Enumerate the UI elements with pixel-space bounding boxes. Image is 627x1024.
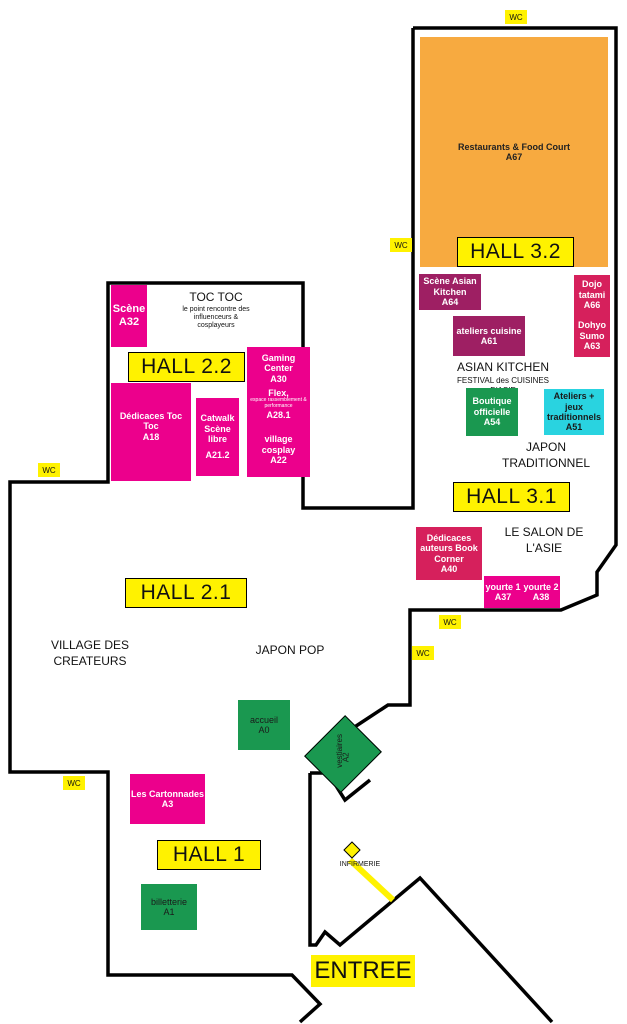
stand-name: billetterie <box>150 896 188 907</box>
hall-3-inner-wall <box>8 28 415 1024</box>
stand-name: Restaurants & Food Court <box>457 141 570 152</box>
stand-code: A63 <box>583 341 601 352</box>
stand-name: Dojo tatami <box>578 279 606 300</box>
hall-3-wall <box>349 26 618 732</box>
hall-2-2-label: HALL 2.2 <box>128 352 245 382</box>
stand-name: yourte 1 <box>485 581 521 592</box>
stand-code: A21.2 <box>205 450 230 461</box>
infirmerie-icon <box>343 841 361 859</box>
entrance-label: ENTREE <box>311 955 415 987</box>
stand-code: A30 <box>270 373 287 384</box>
stand-code: A3 <box>161 799 174 809</box>
stand-name: Dédicaces auteurs Book Corner <box>420 532 478 564</box>
stand-code: A0 <box>258 725 270 735</box>
stand-a61[interactable]: ateliers cuisine A61 <box>453 316 525 356</box>
stand-name: Dohyo Sumo <box>578 320 606 341</box>
stand-a66[interactable]: Dojo tatami A66 <box>574 275 610 315</box>
stand-name: Catwalk Scène libre <box>200 413 235 444</box>
stand-a54[interactable]: Boutique officielle A54 <box>466 388 518 436</box>
stand-code: A40 <box>440 563 458 574</box>
stand-a32[interactable]: Scène A32 <box>111 285 147 347</box>
stand-name: Flex, <box>268 388 289 399</box>
stand-name: Scène Asian Kitchen <box>423 276 477 297</box>
stand-a1[interactable]: billetterie A1 <box>141 884 197 930</box>
village-createurs-label: VILLAGE DES CREATEURS <box>50 638 130 668</box>
stand-name: vestiaires <box>335 733 345 768</box>
stand-code: A22 <box>270 454 287 465</box>
stand-a0[interactable]: accueil A0 <box>238 700 290 750</box>
stand-name: Gaming Center <box>261 353 296 374</box>
hall-2-1-label: HALL 2.1 <box>125 578 247 608</box>
stand-code: A51 <box>565 422 583 433</box>
japon-traditionnel-label: JAPON TRADITIONNEL <box>501 440 590 470</box>
stand-a51[interactable]: Ateliers + jeux traditionnels A51 <box>544 389 604 435</box>
wc-hall-1: WC <box>63 776 85 790</box>
stand-a18[interactable]: Dédicaces Toc Toc A18 <box>111 383 191 481</box>
stand-name: Scène <box>112 303 146 316</box>
stand-a3[interactable]: Les Cartonnades A3 <box>130 774 205 824</box>
toc-toc-title: TOC TOC <box>189 290 243 304</box>
stand-name: Les Cartonnades <box>130 788 205 799</box>
stand-code: A61 <box>480 336 498 346</box>
stand-code: A66 <box>583 300 601 311</box>
stand-code: A2 <box>341 752 351 763</box>
entrance-wall <box>308 773 554 1024</box>
infirmerie-path <box>347 857 396 903</box>
stand-name: accueil <box>249 714 278 725</box>
stand-code: A28.1 <box>266 409 291 420</box>
stand-name: Dédicaces Toc Toc <box>119 411 183 432</box>
stand-code: A38 <box>532 592 550 602</box>
stand-a67[interactable]: Restaurants & Food Court A67 <box>420 37 608 267</box>
stand-a38[interactable]: yourte 2 A38 <box>522 576 560 608</box>
stand-a21[interactable]: Catwalk Scène libre A21.2 <box>196 398 239 476</box>
stand-name: village cosplay <box>261 434 296 455</box>
stand-a30[interactable]: Gaming Center A30 Flex, espace rassemble… <box>247 347 310 477</box>
stand-code: A32 <box>118 316 140 328</box>
stand-sub: espace rassemblement & performance <box>250 397 307 410</box>
salon-asie-label: LE SALON DE L'ASIE <box>504 525 584 555</box>
toc-toc-subtitle: le point rencontre des influenceurs & co… <box>182 305 250 330</box>
hall-3-2-label: HALL 3.2 <box>457 237 574 267</box>
stand-name: Ateliers + jeux traditionnels <box>546 391 601 422</box>
stand-code: A67 <box>505 152 523 162</box>
stand-a37[interactable]: yourte 1 A37 <box>484 576 522 608</box>
wc-corridor: WC <box>412 646 434 660</box>
stand-code: A37 <box>494 592 512 602</box>
stand-name: Boutique officielle <box>472 396 512 417</box>
stand-name: yourte 2 <box>523 581 559 592</box>
stand-a64[interactable]: Scène Asian Kitchen A64 <box>419 274 481 310</box>
asian-kitchen-title: ASIAN KITCHEN <box>456 360 549 374</box>
japon-pop-label: JAPON POP <box>255 643 325 657</box>
hall-3-1-label: HALL 3.1 <box>453 482 570 512</box>
wc-hall-3-1: WC <box>439 615 461 629</box>
wc-top: WC <box>505 10 527 24</box>
wc-hall-3-2: WC <box>390 238 412 252</box>
stand-name: ateliers cuisine <box>456 325 522 336</box>
toc-toc-label: TOC TOC le point rencontre des influence… <box>180 290 252 331</box>
stand-code: A64 <box>441 297 459 308</box>
stand-code: A54 <box>483 417 501 428</box>
hall-1-label: HALL 1 <box>157 840 261 870</box>
stand-code: A18 <box>142 431 160 442</box>
stand-a63[interactable]: Dohyo Sumo A63 <box>574 315 610 357</box>
wc-hall-2-1: WC <box>38 463 60 477</box>
stand-a40[interactable]: Dédicaces auteurs Book Corner A40 <box>416 527 482 580</box>
infirmerie-label: INFIRMERIE <box>339 861 381 868</box>
stand-code: A1 <box>163 907 175 917</box>
